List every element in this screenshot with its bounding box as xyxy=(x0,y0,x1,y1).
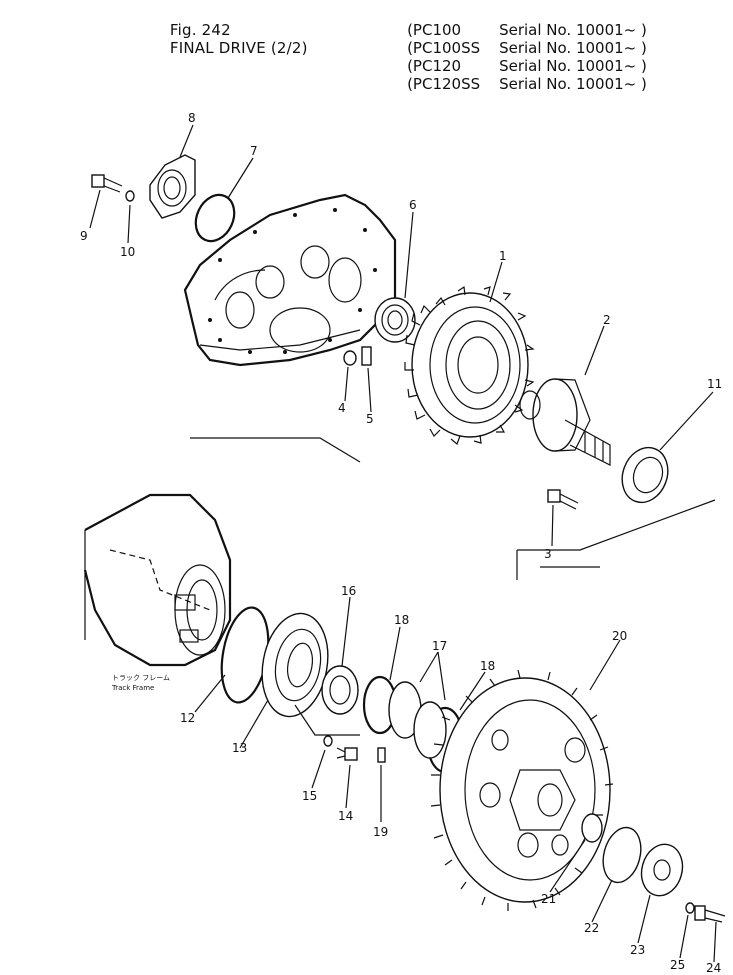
part-14-bolt xyxy=(336,747,358,761)
callout-5: 5 xyxy=(366,412,374,426)
serial-model: (PC100 xyxy=(407,21,462,39)
callout-18a: 18 xyxy=(394,613,409,627)
callout-18b: 18 xyxy=(480,659,495,673)
callout-25: 25 xyxy=(670,958,685,972)
part-6-bearing xyxy=(374,297,416,343)
callout-9: 9 xyxy=(80,229,88,243)
part-21-spacer xyxy=(581,813,603,843)
callout-12: 12 xyxy=(180,711,195,725)
part-5-lock-plate xyxy=(361,346,372,366)
part-25-washer xyxy=(685,902,695,914)
reference-line xyxy=(294,704,360,736)
part-3-bolt xyxy=(547,489,579,510)
serial-model: (PC120SS xyxy=(407,75,481,93)
callout-22: 22 xyxy=(584,921,599,935)
reference-line xyxy=(517,499,716,551)
callout-19: 19 xyxy=(373,825,388,839)
part-2-hub xyxy=(519,378,611,466)
leader-lines xyxy=(89,124,717,963)
reference-line xyxy=(190,437,361,463)
part-8-cover xyxy=(149,154,196,219)
part-19-pin xyxy=(377,747,386,763)
serial-number: Serial No. 10001~ ) xyxy=(499,39,647,57)
figure-caption: FINAL DRIVE (2/2) xyxy=(169,39,308,57)
callout-24: 24 xyxy=(706,961,721,975)
part-22-plate xyxy=(602,826,642,884)
serial-row: (PC100SS Serial No. 10001~ ) xyxy=(388,21,647,75)
serial-number: Serial No. 10001~ ) xyxy=(499,57,647,75)
serial-number: Serial No. 10001~ ) xyxy=(499,75,647,93)
reference-line xyxy=(516,550,600,580)
part-16-nut xyxy=(321,665,359,715)
figure-title: Fig. 242 FINAL DRIVE (2/2) xyxy=(150,3,308,75)
serial-number: Serial No. 10001~ ) xyxy=(499,21,647,39)
callout-4: 4 xyxy=(338,401,346,415)
serial-model: (PC120 xyxy=(407,57,462,75)
part-24-bolt xyxy=(694,905,726,923)
part-13-seal-hub xyxy=(261,612,329,718)
part-10-washer xyxy=(125,190,135,202)
part-15-washer xyxy=(323,735,333,747)
track-frame-jp-label: トラック フレーム xyxy=(112,674,170,682)
callout-13: 13 xyxy=(232,741,247,755)
part-20-sprocket xyxy=(430,669,614,911)
callout-8: 8 xyxy=(188,111,196,125)
part-23-lock-plate xyxy=(640,843,684,897)
callout-20: 20 xyxy=(612,629,627,643)
serial-row: (PC120SS Serial No. 10001~ ) xyxy=(388,57,647,111)
case-cover xyxy=(183,193,397,367)
callout-11: 11 xyxy=(707,377,722,391)
track-frame: トラック フレーム Track Frame xyxy=(83,493,232,692)
callouts: 8 7 9 10 6 1 2 11 4 5 3 16 18 17 18 20 1… xyxy=(80,111,722,975)
part-17-floating-seal xyxy=(413,701,447,759)
part-4-nut xyxy=(343,350,357,366)
callout-16: 16 xyxy=(341,584,356,598)
callout-17: 17 xyxy=(432,639,447,653)
part-9-bolt xyxy=(91,174,123,193)
figure-number: Fig. 242 xyxy=(169,21,231,39)
callout-15: 15 xyxy=(302,789,317,803)
callout-7: 7 xyxy=(250,144,258,158)
callout-2: 2 xyxy=(603,313,611,327)
callout-6: 6 xyxy=(409,198,417,212)
part-11-bearing xyxy=(621,446,669,504)
part-7-o-ring xyxy=(194,193,236,243)
serial-model: (PC100SS xyxy=(407,39,481,57)
track-frame-en-label: Track Frame xyxy=(111,684,154,692)
callout-10: 10 xyxy=(120,245,135,259)
callout-14: 14 xyxy=(338,809,353,823)
part-1-gear xyxy=(404,285,535,446)
callout-21: 21 xyxy=(541,892,556,906)
callout-1: 1 xyxy=(499,249,507,263)
callout-3: 3 xyxy=(544,547,552,561)
callout-23: 23 xyxy=(630,943,645,957)
